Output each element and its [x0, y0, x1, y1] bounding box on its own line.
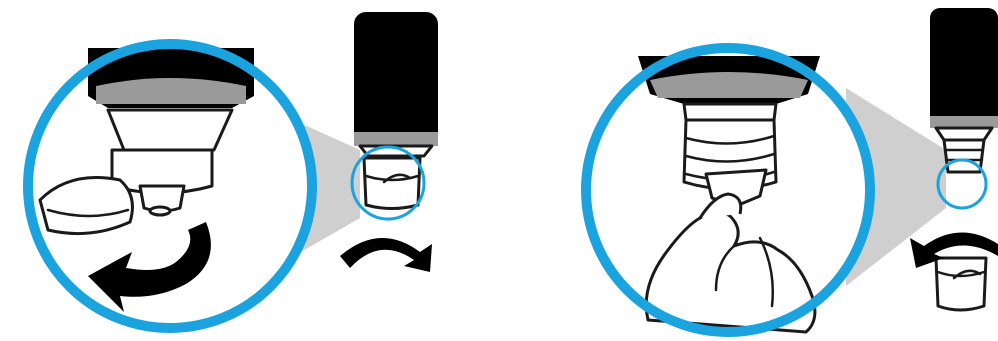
- step-1-remove-cap-panel: [28, 12, 438, 328]
- step-1-magnified-view: [28, 44, 312, 328]
- step-1-rotate-arrow-small: [340, 238, 432, 272]
- step-2-magnified-view: [586, 48, 870, 332]
- step-2-peel-seal-panel: [586, 8, 998, 332]
- step-2-removed-cap: [936, 258, 986, 310]
- step-1-small-cap: [364, 158, 420, 209]
- step-1-ink-bottle: [354, 12, 438, 156]
